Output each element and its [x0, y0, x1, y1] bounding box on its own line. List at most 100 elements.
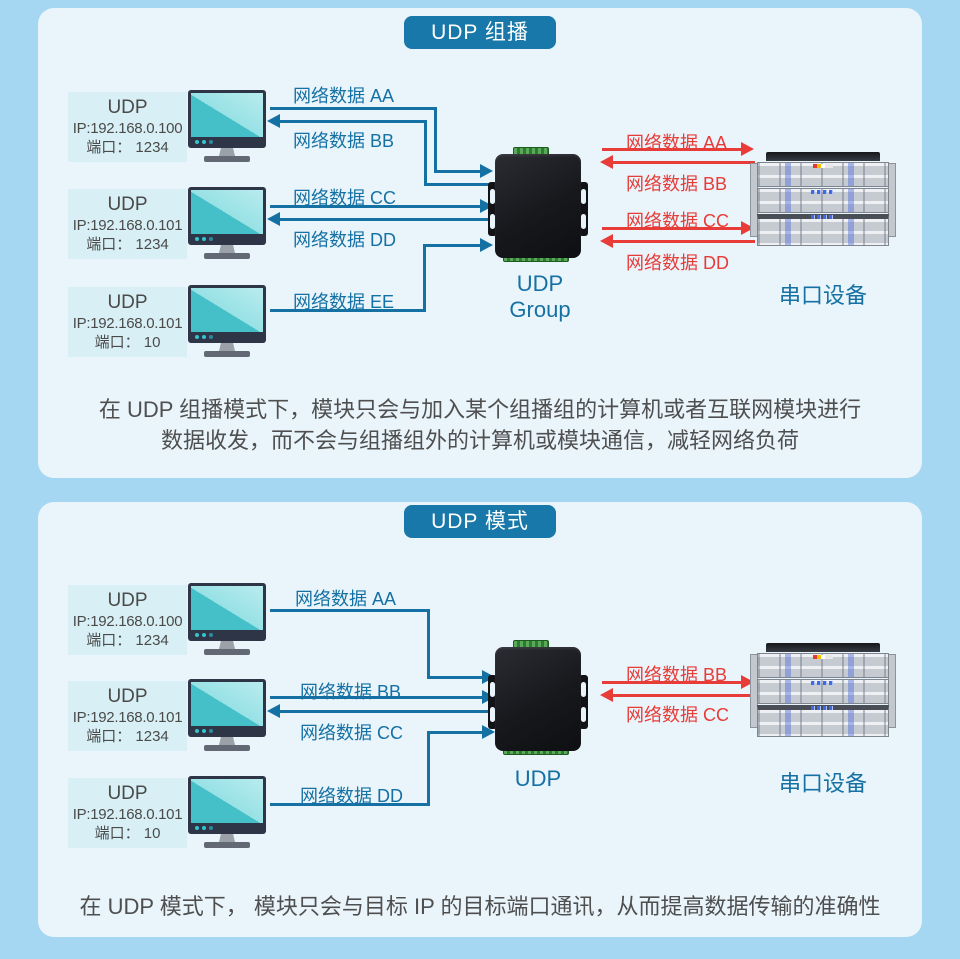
flow-label-bb: 网络数据 BB: [300, 682, 402, 702]
flow-label-dd: 网络数据 DD: [293, 230, 396, 250]
monitor-frame: [188, 187, 266, 245]
status-lights-icon: [813, 655, 833, 659]
section-title-udp-multicast: UDP 组播: [404, 16, 556, 49]
rack-unit: [757, 188, 889, 213]
computer-label-box: UDP IP:192.168.0.100 端口： 1234: [68, 585, 187, 655]
computer-port: 端口： 10: [94, 825, 161, 842]
computer-label-box: UDP IP:192.168.0.101 端口： 10: [68, 778, 187, 848]
monitor-base: [204, 842, 250, 848]
monitor-stand: [219, 343, 235, 351]
monitor-base: [204, 351, 250, 357]
status-lights-icon: [813, 164, 833, 168]
monitor-base: [204, 649, 250, 655]
flow-line: [279, 120, 427, 123]
serial-flow-label-cc: 网络数据 CC: [626, 705, 729, 725]
led-cluster-icon: [811, 706, 835, 710]
description-line: 在 UDP 模式下， 模块只会与目标 IP 的目标端口通讯，从而提高数据传输的准…: [79, 894, 881, 919]
flow-line: [602, 227, 743, 230]
computer-port: 端口： 1234: [86, 139, 169, 156]
rack-unit: [757, 653, 889, 678]
arrow-left-icon: [267, 114, 280, 128]
monitor-screen: [191, 288, 263, 332]
description-line: 数据收发，而不会与组播组外的计算机或模块通信，减轻网络负荷: [160, 428, 799, 453]
flow-label-dd: 网络数据 DD: [300, 786, 403, 806]
monitor-icon: [188, 90, 266, 162]
arrow-left-icon: [600, 155, 613, 169]
device-label: UDP Group: [509, 271, 571, 322]
arrow-left-icon: [267, 212, 280, 226]
flow-line: [279, 710, 497, 713]
serial-device-icon: [750, 152, 896, 246]
flow-line: [427, 731, 482, 734]
serial-flow-label-aa: 网络数据 AA: [626, 133, 728, 153]
serial-device-label: 串口设备: [778, 283, 867, 308]
computer-protocol: UDP: [107, 590, 148, 611]
rack-ear-icon: [888, 654, 896, 728]
flow-line: [270, 609, 430, 612]
arrow-left-icon: [600, 234, 613, 248]
monitor-screen: [191, 93, 263, 137]
flow-line: [434, 170, 482, 173]
rack-ear-icon: [888, 163, 896, 237]
flow-line: [427, 609, 430, 679]
flow-label-cc: 网络数据 CC: [300, 723, 403, 743]
flow-line: [270, 205, 480, 208]
device-body: [495, 647, 581, 751]
description-text: 在 UDP 模式下， 模块只会与目标 IP 的目标端口通讯，从而提高数据传输的准…: [38, 891, 922, 922]
monitor-stand: [219, 737, 235, 745]
flow-line: [613, 240, 755, 243]
computer-ip: IP:192.168.0.101: [72, 806, 183, 823]
flow-line: [424, 120, 427, 186]
monitor-buttons: [195, 729, 199, 733]
rack-top-face: [766, 643, 880, 652]
computer-label-box: UDP IP:192.168.0.101 端口： 1234: [68, 189, 187, 259]
computer-protocol: UDP: [107, 686, 148, 707]
computer-label-box: UDP IP:192.168.0.101 端口： 1234: [68, 681, 187, 751]
device-label: UDP: [514, 766, 562, 791]
mounting-ear-icon: [579, 182, 588, 236]
flow-line: [270, 696, 482, 699]
mounting-ear-icon: [488, 182, 497, 236]
monitor-screen: [191, 586, 263, 630]
led-cluster-icon: [811, 215, 835, 219]
monitor-frame: [188, 583, 266, 641]
serial-flow-label-dd: 网络数据 DD: [626, 253, 729, 273]
serial-flow-label-bb: 网络数据 BB: [626, 665, 728, 685]
computer-ip: IP:192.168.0.101: [72, 709, 183, 726]
computer-ip: IP:192.168.0.101: [72, 315, 183, 332]
rack-unit: [757, 705, 889, 737]
computer-label-box: UDP IP:192.168.0.100 端口： 1234: [68, 92, 187, 162]
computer-ip: IP:192.168.0.100: [72, 120, 183, 137]
monitor-frame: [188, 285, 266, 343]
flow-label-bb: 网络数据 BB: [293, 131, 395, 151]
computer-ip: IP:192.168.0.101: [72, 217, 183, 234]
device-body: [495, 154, 581, 258]
computer-port: 端口： 1234: [86, 236, 169, 253]
monitor-buttons: [195, 826, 199, 830]
flow-line: [270, 309, 426, 312]
flow-line: [270, 107, 437, 110]
serial-device-label: 串口设备: [778, 771, 867, 796]
flow-line: [427, 676, 482, 679]
monitor-frame: [188, 679, 266, 737]
mounting-ear-icon: [488, 675, 497, 729]
description-line: 在 UDP 组播模式下，模块只会与加入某个组播组的计算机或者互联网模块进行: [98, 397, 862, 422]
udp-device-icon: [485, 147, 591, 271]
computer-label-box: UDP IP:192.168.0.101 端口： 10: [68, 287, 187, 357]
monitor-icon: [188, 583, 266, 655]
computer-ip: IP:192.168.0.100: [72, 613, 183, 630]
arrow-right-icon: [480, 164, 493, 178]
monitor-base: [204, 745, 250, 751]
led-cluster-icon: [811, 190, 835, 194]
monitor-buttons: [195, 633, 199, 637]
arrow-right-icon: [741, 142, 754, 156]
rack-unit: [757, 679, 889, 704]
computer-protocol: UDP: [107, 783, 148, 804]
flow-label-ee: 网络数据 EE: [293, 292, 395, 312]
flow-line: [270, 803, 430, 806]
rack-unit: [757, 214, 889, 246]
monitor-buttons: [195, 140, 199, 144]
computer-protocol: UDP: [107, 292, 148, 313]
monitor-buttons: [195, 237, 199, 241]
